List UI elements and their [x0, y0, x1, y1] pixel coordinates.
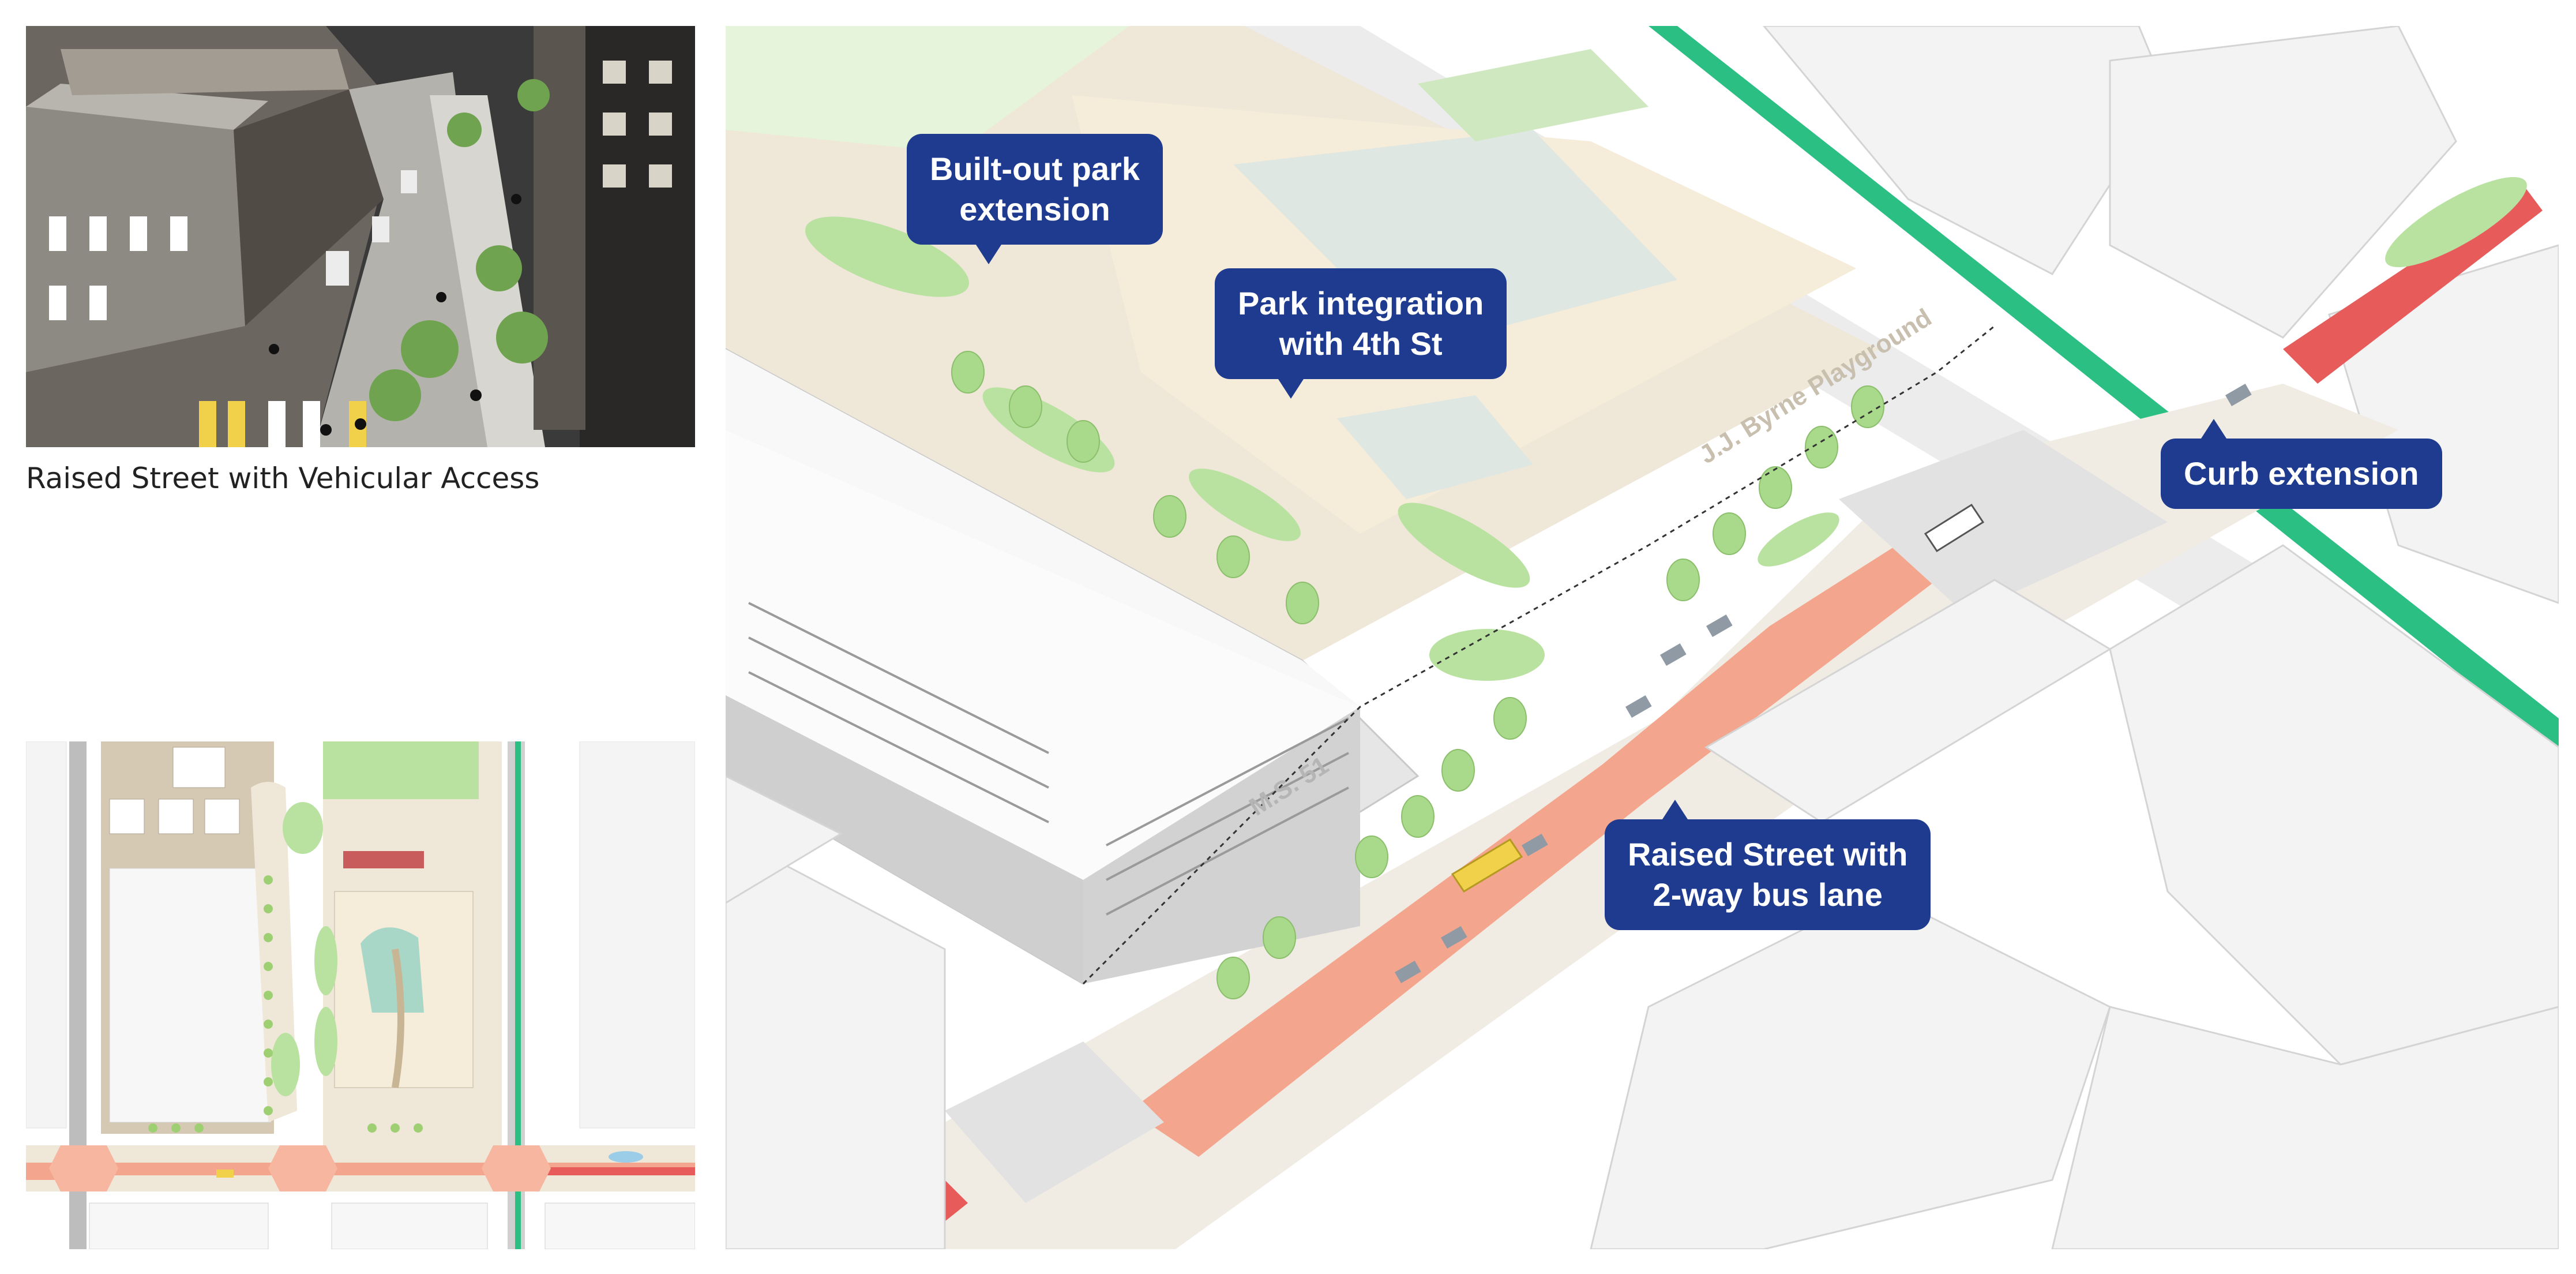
callout-curb-extension-pointer	[2201, 419, 2226, 439]
callout-curb-extension: Curb extension	[2161, 419, 2442, 509]
callout-raised-street: Raised Street with 2-way bus lane	[1605, 800, 1931, 930]
callout-curb-extension-text: Curb extension	[2161, 439, 2442, 509]
callout-raised-street-text: Raised Street with 2-way bus lane	[1605, 819, 1931, 930]
photo-caption: Raised Street with Vehicular Access	[26, 462, 540, 495]
callout-park-extension: Built-out park extension	[907, 134, 1163, 264]
callout-park-integration: Park integration with 4th St	[1215, 268, 1507, 399]
street-photo	[26, 26, 695, 447]
callout-park-extension-text: Built-out park extension	[907, 134, 1163, 245]
callout-raised-street-pointer	[1662, 800, 1688, 819]
axonometric-street-view: J.J. Byrne Playground M.S. 51	[726, 26, 2559, 1249]
callout-park-extension-pointer	[976, 245, 1001, 264]
callout-park-integration-text: Park integration with 4th St	[1215, 268, 1507, 379]
site-plan	[26, 741, 695, 1249]
callout-park-integration-pointer	[1278, 379, 1304, 399]
